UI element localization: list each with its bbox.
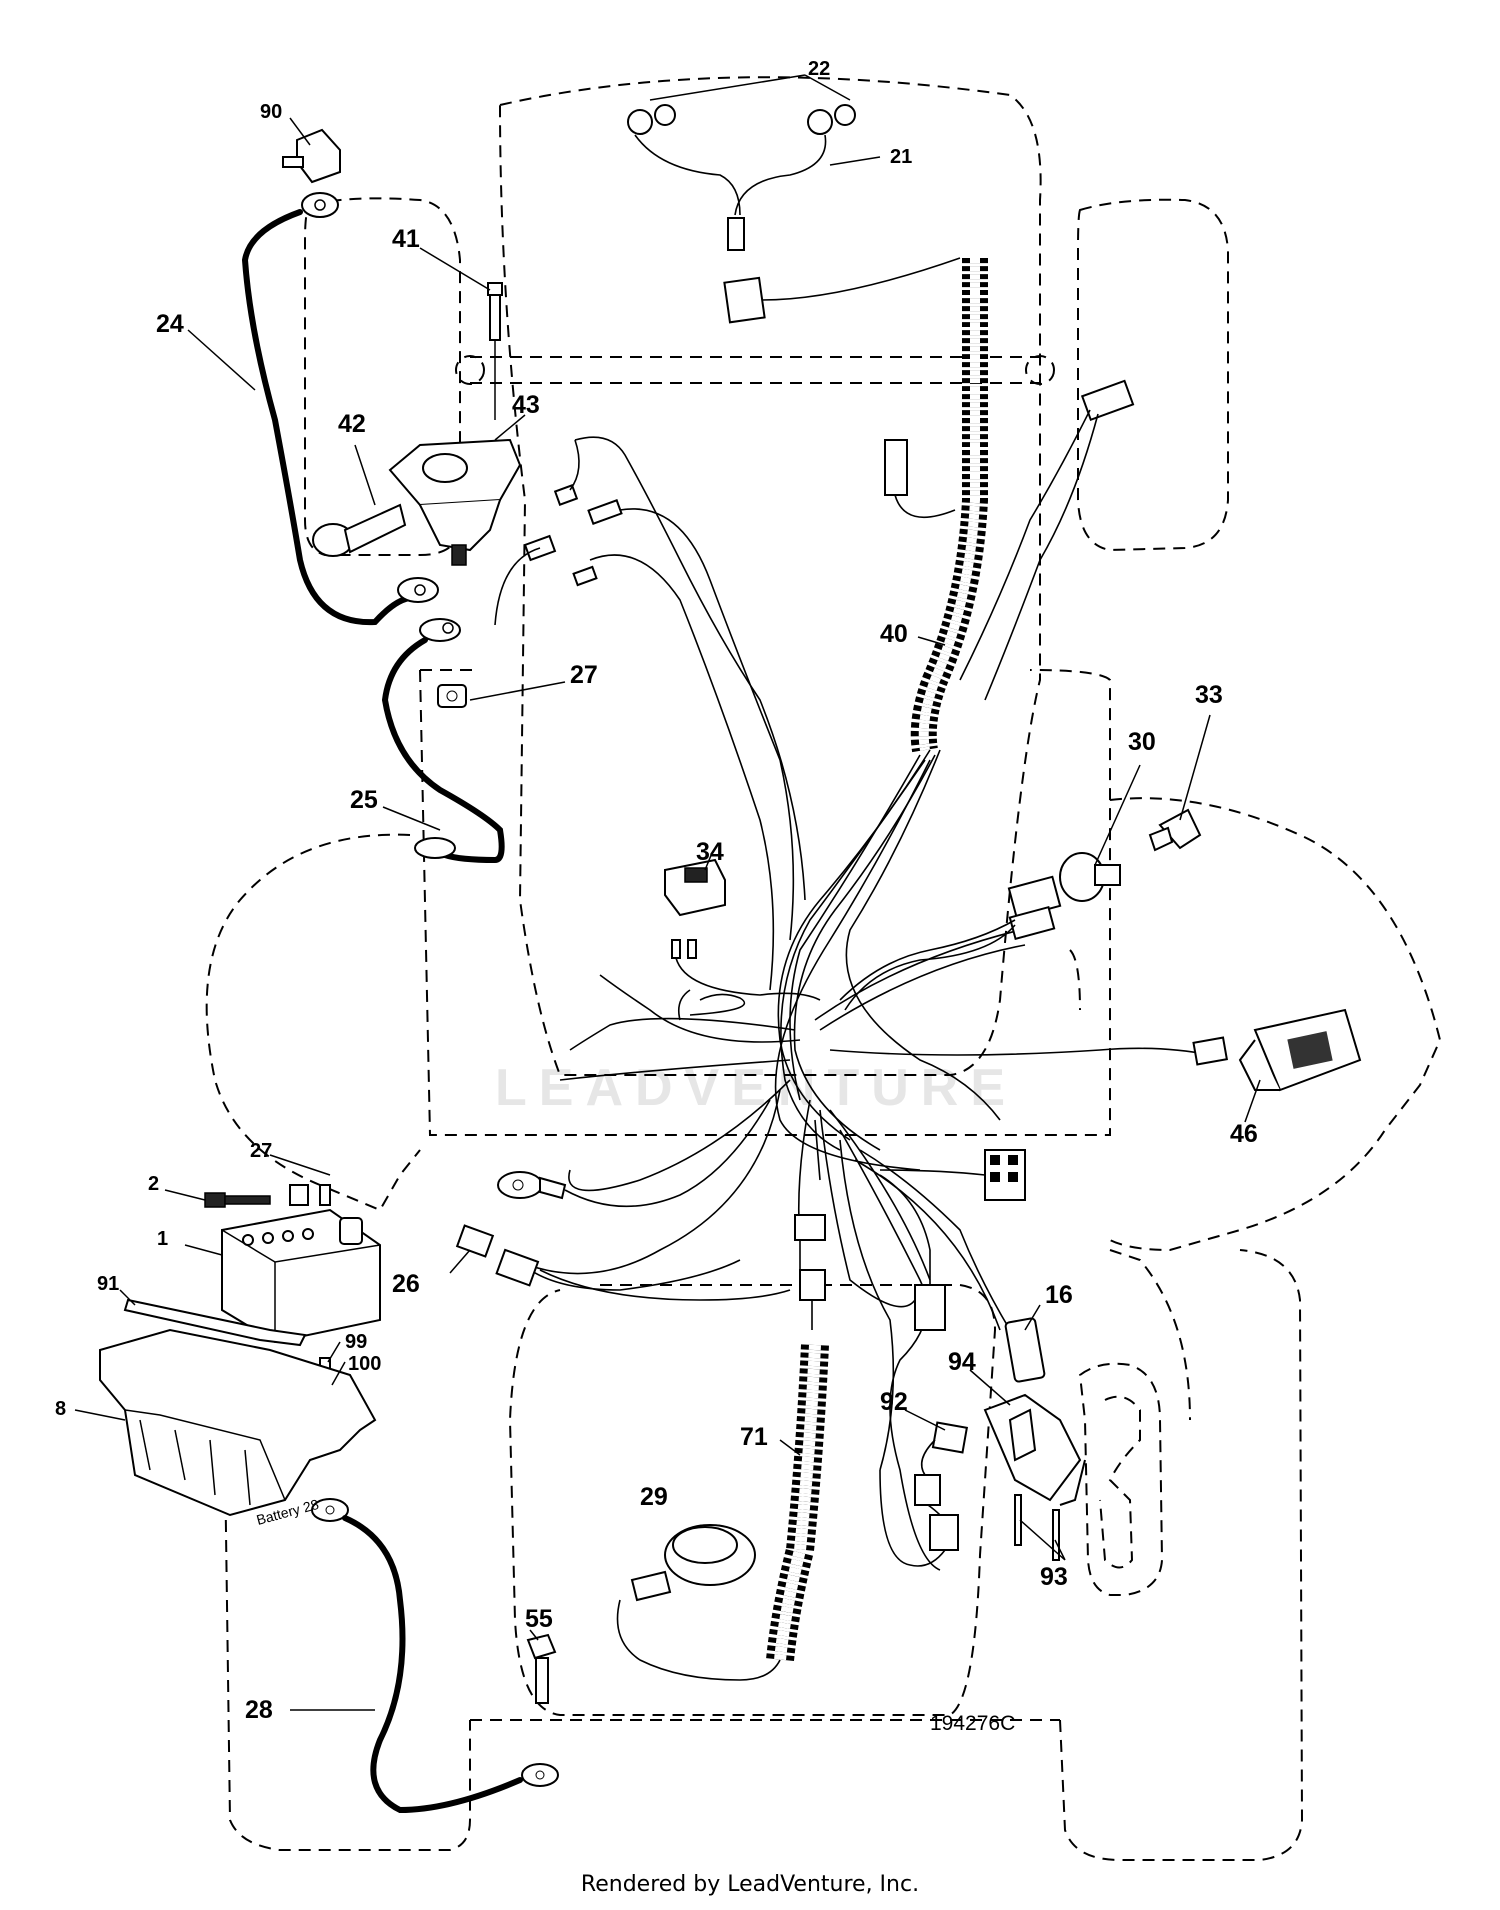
center-plugs	[794, 1214, 826, 1330]
callout-41: 41	[392, 225, 420, 253]
part-34-switch	[664, 858, 821, 1001]
callout-90: 90	[260, 101, 282, 123]
part-92-connector	[879, 1421, 969, 1567]
callout-25: 25	[350, 786, 378, 814]
callout-91: 91	[97, 1273, 119, 1295]
callout-55: 55	[525, 1605, 553, 1633]
part-94-bracket	[983, 1393, 1086, 1506]
connector-8-pin	[879, 1149, 1026, 1201]
footer-credit: Rendered by LeadVenture, Inc.	[580, 1872, 920, 1897]
callout-30: 30	[1128, 728, 1156, 756]
chassis-outline	[205, 76, 1442, 1861]
part-42-terminal-boot	[312, 503, 407, 557]
callout-100: 100	[348, 1353, 381, 1375]
callout-43: 43	[512, 391, 540, 419]
part-43-solenoid	[388, 438, 522, 566]
callout-33: 33	[1195, 681, 1223, 709]
part-71-coil-harness	[616, 1344, 829, 1681]
callout-93: 93	[1040, 1563, 1068, 1591]
callout-26: 26	[392, 1270, 420, 1298]
callout-27-battery: 27	[250, 1140, 272, 1162]
part-55-screw	[526, 1633, 557, 1704]
callout-21: 21	[890, 146, 912, 168]
callout-16: 16	[1045, 1281, 1073, 1309]
part-24-cable	[241, 192, 439, 626]
part-46-hour-meter	[1192, 1008, 1362, 1092]
ring-terminal	[497, 1099, 771, 1208]
callout-71: 71	[740, 1423, 768, 1451]
part-33-key	[1148, 808, 1202, 852]
part-21-lamp-harness	[634, 134, 961, 324]
callout-24: 24	[156, 310, 184, 338]
callout-8: 8	[55, 1398, 66, 1420]
callout-34: 34	[696, 838, 724, 866]
part-16-plug	[879, 1174, 1046, 1383]
leader-lines	[74, 74, 1261, 1711]
callout-2: 2	[148, 1173, 159, 1195]
part-93-screws	[1014, 1494, 1060, 1561]
part-27-nut	[437, 684, 467, 708]
callout-40: 40	[880, 620, 908, 648]
part-90-terminal-cap	[282, 128, 341, 184]
part-28-cable	[311, 1498, 559, 1814]
part-2-bolt	[204, 1184, 331, 1208]
harness-terminals	[494, 436, 806, 991]
callout-22: 22	[808, 58, 830, 80]
part-41-bolt	[487, 282, 503, 420]
watermark: LEADVENTURE	[495, 1059, 1017, 1117]
seat-outline	[1078, 1362, 1164, 1596]
part-29-switch	[630, 1524, 756, 1602]
drawing-number: 194276C	[930, 1712, 1015, 1735]
callout-28: 28	[245, 1696, 273, 1724]
part-1-battery	[221, 1208, 381, 1344]
part-8-tray	[99, 1328, 377, 1517]
callout-42: 42	[338, 410, 366, 438]
callout-46: 46	[1230, 1120, 1258, 1148]
part-40-harness-conduit	[910, 257, 989, 753]
callout-1: 1	[157, 1228, 168, 1250]
part-25-cable	[381, 618, 505, 864]
callout-94: 94	[948, 1348, 976, 1376]
main-harness-bundle	[519, 749, 1211, 1571]
callout-29: 29	[640, 1483, 668, 1511]
part-26-fuse	[455, 1224, 791, 1301]
connector-upper-right	[959, 379, 1135, 701]
part-91-strap	[123, 1298, 307, 1347]
callout-27-top: 27	[570, 661, 598, 689]
callout-99: 99	[345, 1331, 367, 1353]
part-30-ignition-switch	[839, 852, 1121, 1011]
part-22-lamp	[627, 104, 856, 135]
callout-92: 92	[880, 1388, 908, 1416]
callout-labels: 90 22 21 41 24 43 42 40 27 33 30 25 34 4…	[55, 58, 1258, 1724]
connector-left-of-conduit	[884, 439, 956, 519]
